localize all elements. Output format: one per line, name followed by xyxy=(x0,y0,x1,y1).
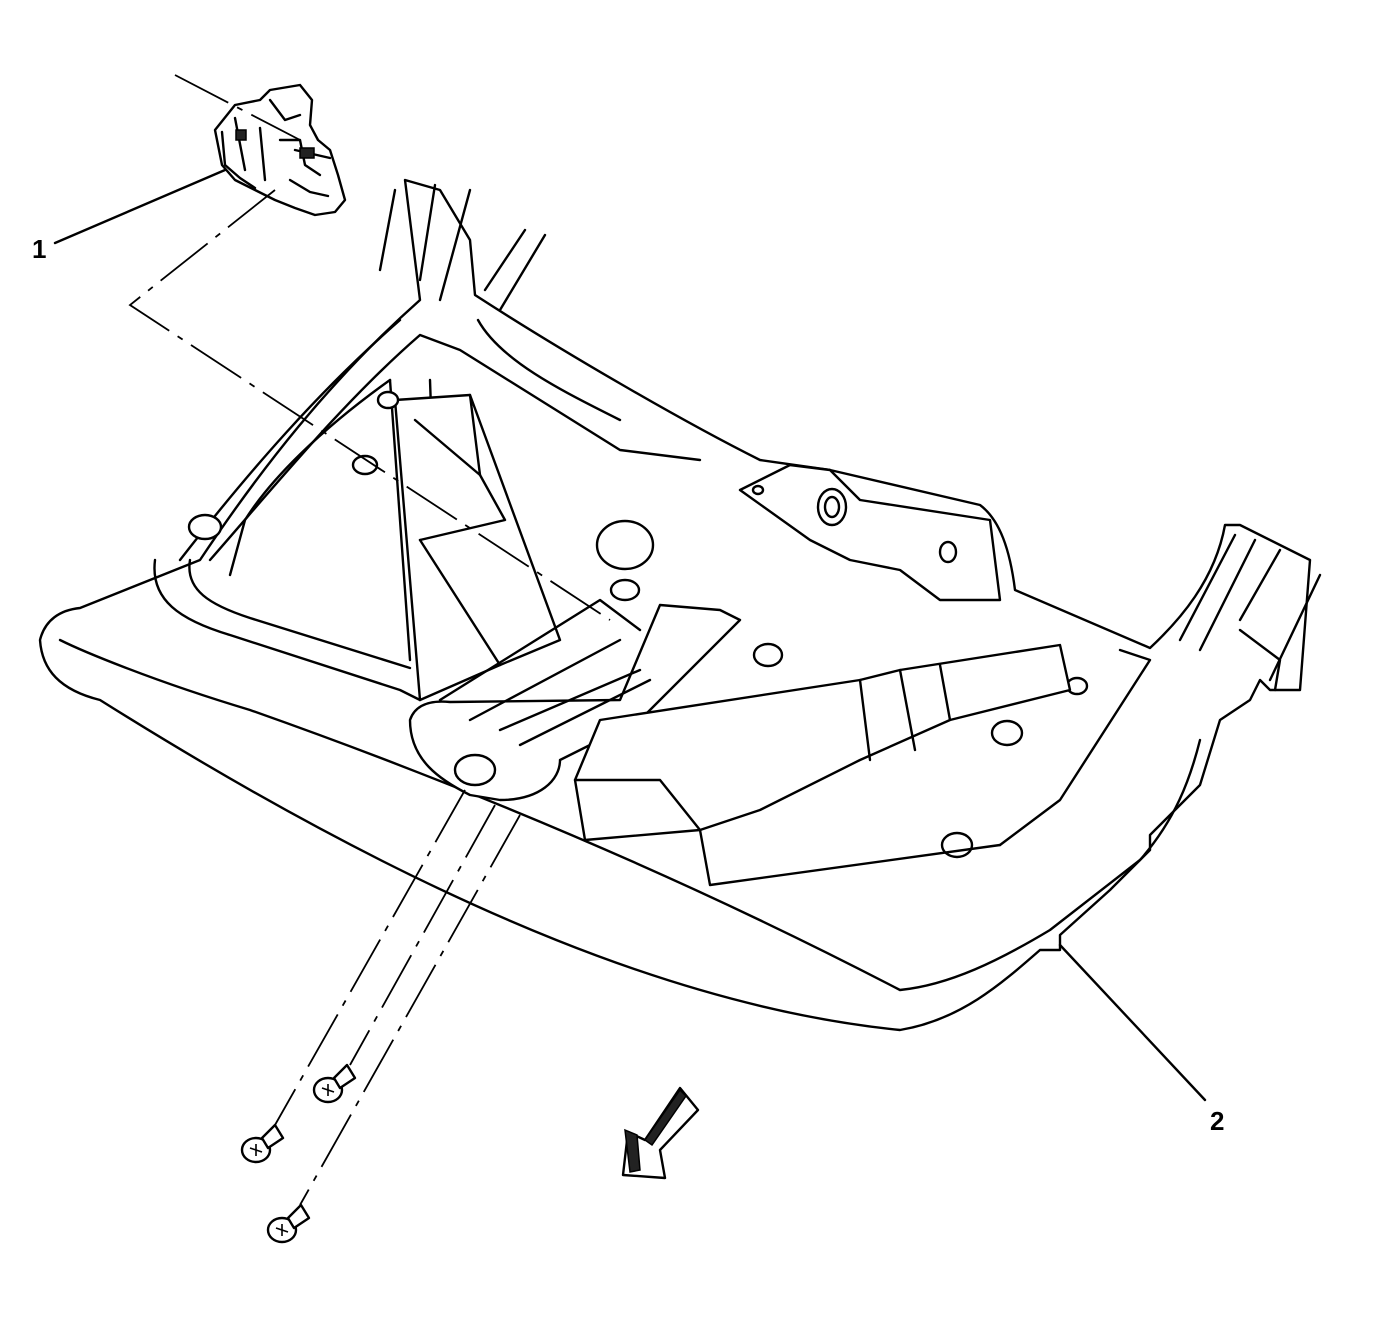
front-direction-arrow-icon xyxy=(621,1086,700,1180)
install-line-screw-1 xyxy=(274,789,466,1126)
install-line-latch-lower xyxy=(128,189,611,621)
screw-3 xyxy=(266,1203,311,1244)
callout-label-1: 1 xyxy=(32,234,46,264)
install-line-latch-upper xyxy=(174,74,301,141)
latch-assembly xyxy=(213,83,347,217)
hinge-bracket xyxy=(738,463,1002,602)
center-reinforcement xyxy=(393,393,562,702)
callout-leader-2 xyxy=(1058,943,1207,1102)
latch-housing xyxy=(408,603,742,802)
inner-panel xyxy=(38,178,1322,1032)
callout-leader-1 xyxy=(53,168,227,245)
screw-2 xyxy=(312,1063,357,1104)
cross-brace xyxy=(573,643,1072,832)
callout-label-2: 2 xyxy=(1210,1106,1224,1136)
left-channel xyxy=(153,558,422,702)
panel-outer-edge xyxy=(38,178,1312,1032)
install-line-screw-3 xyxy=(299,814,521,1206)
screw-1 xyxy=(240,1123,285,1164)
panel-inner-edge xyxy=(58,638,1202,992)
install-line-screw-2 xyxy=(349,804,496,1066)
